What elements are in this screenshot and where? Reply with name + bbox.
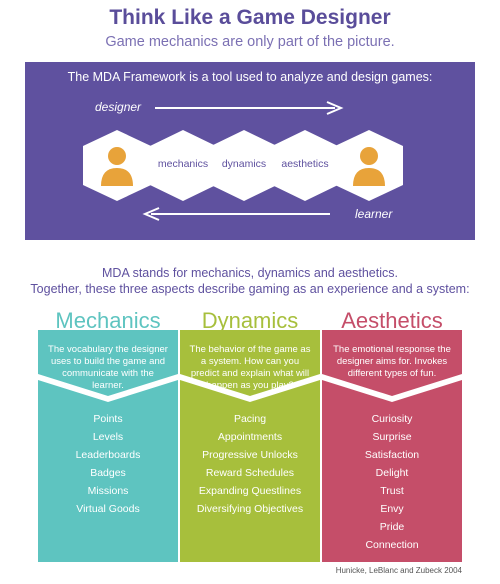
list-item: Curiosity bbox=[371, 413, 413, 425]
list-item: Pacing bbox=[233, 413, 267, 425]
column-shape-dynamics bbox=[180, 330, 320, 562]
list-item: Satisfaction bbox=[364, 449, 420, 461]
list-item: Trust bbox=[380, 485, 404, 497]
list-item: Progressive Unlocks bbox=[202, 449, 298, 461]
column-heading-dynamics: Dynamics bbox=[201, 308, 299, 333]
citation: Hunicke, LeBlanc and Zubeck 2004 bbox=[335, 566, 462, 575]
designer-label: designer bbox=[95, 100, 142, 114]
list-item: Delight bbox=[375, 467, 409, 479]
column-items-dynamics: Pacing Appointments Progressive Unlocks … bbox=[180, 410, 320, 518]
list-item: Connection bbox=[365, 539, 419, 551]
learner-avatar-icon bbox=[353, 147, 385, 186]
list-item: Envy bbox=[380, 503, 404, 515]
list-item: Leaderboards bbox=[75, 449, 141, 461]
hex-mechanics bbox=[150, 130, 216, 201]
mda-definition-line2: Together, these three aspects describe g… bbox=[30, 282, 470, 296]
column-description-mechanics: The vocabulary the designer uses to buil… bbox=[48, 344, 168, 391]
hex-label-aesthetics: aesthetics bbox=[281, 158, 329, 170]
list-item: Missions bbox=[87, 485, 129, 497]
hex-designer bbox=[83, 130, 151, 201]
list-item: Diversifying Objectives bbox=[196, 503, 304, 515]
list-item: Expanding Questlines bbox=[198, 485, 302, 497]
learner-label: learner bbox=[355, 207, 393, 221]
list-item: Reward Schedules bbox=[205, 467, 295, 479]
column-description-dynamics: The behavior of the game as a system. Ho… bbox=[189, 344, 311, 391]
list-item: Surprise bbox=[372, 431, 412, 443]
hex-aesthetics bbox=[272, 130, 338, 201]
list-item: Badges bbox=[90, 467, 126, 479]
hex-dynamics bbox=[211, 130, 277, 201]
list-item: Pride bbox=[379, 521, 405, 533]
page-subtitle: Game mechanics are only part of the pict… bbox=[105, 34, 395, 50]
page-title: Think Like a Game Designer bbox=[109, 6, 391, 29]
arrows-and-hexes bbox=[83, 101, 403, 221]
column-items-aesthetics: Curiosity Surprise Satisfaction Delight … bbox=[322, 410, 462, 554]
mda-definition-line1: MDA stands for mechanics, dynamics and a… bbox=[102, 266, 398, 280]
hex-learner bbox=[335, 130, 403, 201]
designer-avatar-icon bbox=[101, 147, 133, 186]
band-intro: The MDA Framework is a tool used to anal… bbox=[67, 70, 433, 84]
column-items-mechanics: Points Levels Leaderboards Badges Missio… bbox=[38, 410, 178, 518]
list-item: Appointments bbox=[217, 431, 283, 443]
list-item: Levels bbox=[92, 431, 124, 443]
list-item: Points bbox=[93, 413, 123, 425]
designer-arrow bbox=[155, 101, 344, 115]
column-shape-aesthetics bbox=[322, 330, 462, 562]
column-heading-aesthetics: Aesthetics bbox=[341, 308, 443, 333]
hex-label-dynamics: dynamics bbox=[221, 158, 267, 170]
learner-arrow bbox=[142, 207, 330, 221]
mda-framework-band: The MDA Framework is a tool used to anal… bbox=[25, 62, 475, 240]
column-description-aesthetics: The emotional response the designer aims… bbox=[333, 344, 451, 379]
hex-label-mechanics: mechanics bbox=[157, 158, 209, 170]
column-heading-mechanics: Mechanics bbox=[55, 308, 161, 333]
column-shape-mechanics bbox=[38, 330, 178, 562]
list-item: Virtual Goods bbox=[76, 503, 140, 515]
